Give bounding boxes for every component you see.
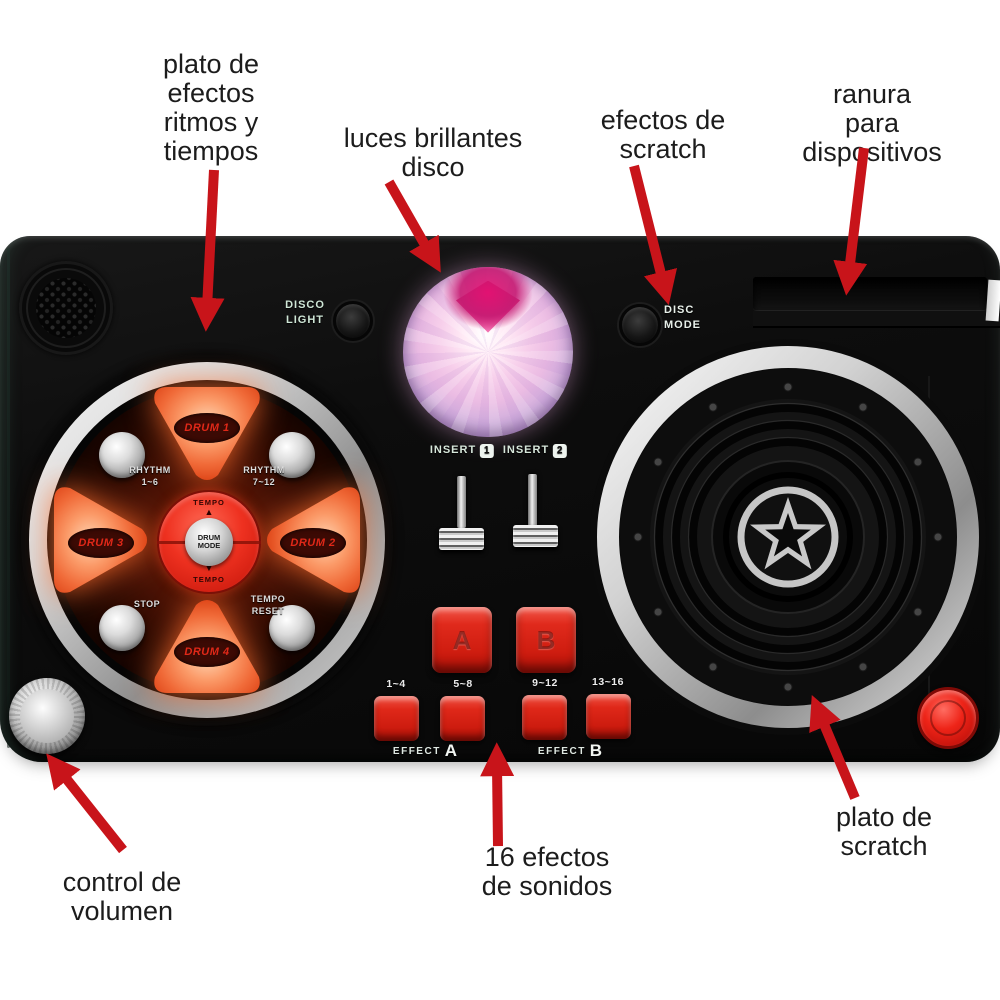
callout-sound-effects: 16 efectos de sonidos — [481, 842, 613, 901]
bank-13-16-label: 13~16 — [592, 676, 624, 688]
callout-device-slot: ranura para dispositivos — [802, 79, 942, 167]
edge-groove — [7, 248, 10, 748]
disco-ball-gem — [456, 280, 520, 333]
callout-volume: control de volumen — [62, 867, 182, 926]
callout-scratch-platter: plato de scratch — [835, 802, 933, 861]
device-slot-ledge — [753, 311, 1000, 328]
dj-mixer-device: DISCO LIGHT DISC MODE — [0, 236, 1000, 762]
disco-light-button[interactable] — [333, 301, 373, 341]
rhythm-7-12-label: RHYTHM 7~12 — [243, 465, 285, 487]
bank-9-12-button[interactable] — [522, 695, 567, 740]
star-icon — [737, 486, 839, 588]
disc-mode-label: DISC MODE — [664, 304, 701, 331]
arrow-sound-effects — [480, 742, 515, 847]
callout-platter-fx: plato de efectos ritmos y tiempos — [162, 49, 260, 166]
insert-2-slider-track — [528, 474, 537, 527]
insert-1-slider-track — [457, 476, 466, 528]
tempo-down-icon[interactable]: ▼ — [204, 563, 214, 573]
device-slot-notch — [985, 279, 1000, 322]
disco-light-label: DISCO LIGHT — [285, 299, 325, 326]
bank-13-16-button[interactable] — [586, 694, 631, 739]
bank-5-8-button[interactable] — [440, 696, 485, 741]
fx-turntable[interactable]: DRUM 1 DRUM 2 DRUM 3 DRUM 4 RHYTHM 1~6 R… — [21, 354, 393, 726]
drum-pad-2-label: DRUM 2 — [280, 528, 346, 558]
insert-1-slider-handle[interactable] — [439, 528, 484, 550]
bank-9-12-label: 9~12 — [532, 677, 558, 689]
disc-mode-button[interactable] — [619, 304, 661, 346]
speaker-holes — [36, 278, 96, 338]
rhythm-1-6-button[interactable] — [99, 432, 145, 478]
drum-pad-4-label: DRUM 4 — [174, 637, 240, 667]
rhythm-1-6-label: RHYTHM 1~6 — [129, 465, 171, 487]
insert-2-word: INSERT — [502, 444, 550, 456]
stop-button[interactable] — [99, 605, 145, 651]
insert-1-number: 1 — [480, 444, 495, 458]
tempo-reset-label: TEMPO RESET — [250, 594, 286, 616]
disco-ball — [403, 267, 573, 437]
callout-disco-lights: luces brillantes disco — [343, 123, 523, 182]
power-button[interactable] — [917, 687, 979, 749]
arrow-volume — [46, 753, 127, 854]
bank-1-4-button[interactable] — [374, 696, 419, 741]
bank-5-8-label: 5~8 — [453, 678, 473, 690]
pad-a-button[interactable]: A — [432, 607, 492, 673]
device-slot — [753, 277, 987, 311]
stop-label: STOP — [133, 599, 161, 609]
insert-1-word: INSERT — [429, 444, 477, 456]
speaker-grille — [19, 261, 113, 355]
tempo-control[interactable]: TEMPO ▲ DRUM MODE ▼ TEMPO — [157, 490, 261, 594]
tempo-down-label: TEMPO — [193, 575, 225, 584]
effect-b-letter: B — [589, 741, 603, 760]
rivets — [633, 382, 943, 692]
tempo-up-icon[interactable]: ▲ — [204, 507, 214, 517]
volume-knob[interactable] — [9, 678, 85, 754]
tempo-up-label: TEMPO — [193, 498, 225, 507]
callout-scratch-fx: efectos de scratch — [600, 105, 726, 164]
effect-a-letter: A — [444, 741, 458, 760]
drum-pad-1-label: DRUM 1 — [174, 413, 240, 443]
tempo-reset-button[interactable] — [269, 605, 315, 651]
bank-1-4-label: 1~4 — [386, 678, 406, 690]
effect-b-word: EFFECT — [537, 746, 586, 757]
drum-mode-button[interactable]: DRUM MODE — [185, 518, 233, 566]
scratch-turntable[interactable] — [588, 337, 988, 737]
insert-2-slider-handle[interactable] — [513, 525, 558, 547]
insert-2-number: 2 — [553, 444, 568, 458]
volume-knob-cap — [20, 689, 74, 743]
drum-pad-3-label: DRUM 3 — [68, 528, 134, 558]
rhythm-7-12-button[interactable] — [269, 432, 315, 478]
effect-a-word: EFFECT — [392, 746, 441, 757]
pad-b-button[interactable]: B — [516, 607, 576, 673]
